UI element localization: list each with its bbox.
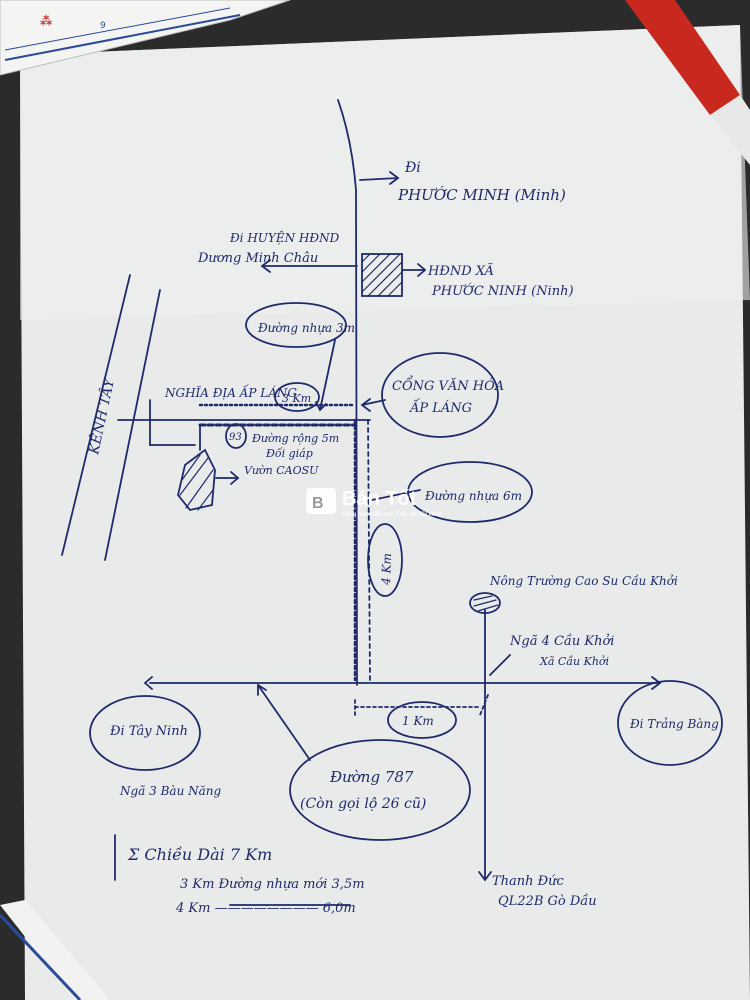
label-ap-lang: ẤP LÁNG: [409, 398, 472, 416]
road-thanh-duc: [478, 609, 492, 882]
road-787: [143, 676, 662, 690]
map-lines: [61, 99, 723, 906]
nong-truong-marker: [469, 592, 501, 614]
ellipse-di-trang-bang: [617, 680, 723, 766]
summary-line-2: 3 Km Đường nhựa mới 3,5m: [180, 877, 365, 892]
label-duong-nhua-3m: Đường nhựa 3m: [257, 321, 355, 335]
cemetery-corner: [149, 399, 196, 446]
watermark-brand: Bán Tốt: [342, 488, 417, 510]
label-duong-rong-5m: Đường rộng 5m: [251, 432, 339, 445]
label-1km: 1 Km: [402, 714, 434, 728]
label-nong-truong: Nông Trường Cao Su Cầu Khởi: [489, 573, 678, 588]
label-nga-4: Ngã 4 Cầu Khởi: [509, 633, 614, 649]
label-doi-giap: Đối giáp: [265, 447, 313, 460]
watermark-logo-letter: B: [312, 495, 324, 512]
arrow-duong-nhua-3m: [315, 339, 336, 412]
label-ql22b: QL22B Gò Dầu: [498, 893, 597, 909]
label-di-top: Đi: [404, 160, 421, 176]
label-duong-minh-chau: Dương Minh Châu: [197, 251, 318, 266]
red-marker-pen: [625, 0, 750, 165]
nong-truong-hatching: [473, 595, 499, 612]
label-phuoc-minh-top: PHƯỚC MINH (Minh): [397, 186, 566, 204]
arrow-hdnd: [401, 263, 427, 277]
ellipse-93: [225, 423, 247, 449]
label-93: 93: [229, 432, 242, 443]
ellipse-cong-van-hoa: [381, 352, 499, 438]
label-duong-nhua-6m: Đường nhựa 6m: [424, 489, 522, 503]
arrow-cong-van-hoa: [360, 398, 386, 412]
arrow-duong-minh-chau: [260, 259, 358, 273]
arrow-nga-4: [489, 654, 511, 676]
hdnd-hatching: [361, 253, 403, 297]
summary-line-3: 4 Km ———————— 6,0m: [175, 901, 356, 916]
paper-highlight: [20, 25, 750, 320]
label-di-trang-bang: Đi Trảng Bàng: [629, 717, 719, 731]
hdnd-building: [361, 253, 403, 297]
ruler-tick-number: 9: [100, 21, 106, 31]
ruler-red-logo: ⁂: [40, 14, 53, 28]
arrow-phuoc-minh: [359, 171, 400, 185]
ellipse-3km: [274, 382, 320, 412]
plantation-hatching: [179, 454, 214, 511]
label-vuon-cao-su: Vườn CAOSU: [244, 464, 319, 477]
watermark-tagline: Đăng bán miễn phí. Tiếp cận đa kênh: [342, 511, 442, 518]
arrow-vuon-cao-su: [215, 471, 240, 485]
canal-line-right: [104, 289, 161, 561]
label-hdnd-xa: HĐND XÃ: [427, 263, 494, 279]
main-north-road: [337, 99, 358, 686]
ellipse-duong-787: [289, 739, 471, 841]
label-duong-787: Đường 787: [329, 768, 414, 786]
ellipse-duong-nhua-6m: [407, 461, 533, 523]
map-labels: Đi PHƯỚC MINH (Minh) Đi HUYỆN HĐND Dương…: [84, 160, 719, 916]
label-4km-vertical: 4 Km: [379, 553, 394, 586]
arrow-duong-787: [257, 683, 311, 761]
label-di-huyen: Đi HUYỆN HĐND: [229, 230, 340, 245]
ellipse-di-tay-ninh: [89, 695, 201, 771]
one-km-marker: [354, 694, 489, 716]
label-nghia-dia: NGHĨA ĐỊA ẤP LÁNG: [164, 383, 297, 400]
ellipse-duong-nhua-3m: [245, 302, 347, 348]
label-xa-cau-khoi: Xã Cầu Khởi: [539, 655, 609, 668]
label-phuoc-ninh: PHƯỚC NINH (Ninh): [431, 282, 574, 299]
ellipse-4km: [367, 523, 403, 597]
label-nga-3: Ngã 3 Bàu Năng: [119, 784, 221, 798]
rubber-plantation-plot: [177, 448, 216, 512]
ruler: 9 ⁂: [0, 0, 291, 76]
summary-line-1: Σ Chiều Dài 7 Km: [127, 845, 272, 864]
label-di-tay-ninh: Đi Tây Ninh: [109, 724, 188, 739]
watermark: B Bán Tốt Đăng bán miễn phí. Tiếp cận đa…: [306, 488, 442, 518]
label-cong-van-hoa: CỔNG VĂN HÓA: [392, 375, 504, 394]
ellipse-1km: [387, 701, 457, 739]
watermark-logo-icon: [306, 488, 336, 514]
label-thanh-duc: Thanh Đức: [492, 874, 565, 889]
pen-bottom-left: [0, 900, 110, 1000]
label-3km: 3 Km: [282, 392, 311, 405]
arrow-duong-nhua-6m: [371, 489, 421, 501]
label-con-goi: (Còn gọi lộ 26 cũ): [300, 796, 426, 812]
canal-line-left: [61, 274, 131, 556]
